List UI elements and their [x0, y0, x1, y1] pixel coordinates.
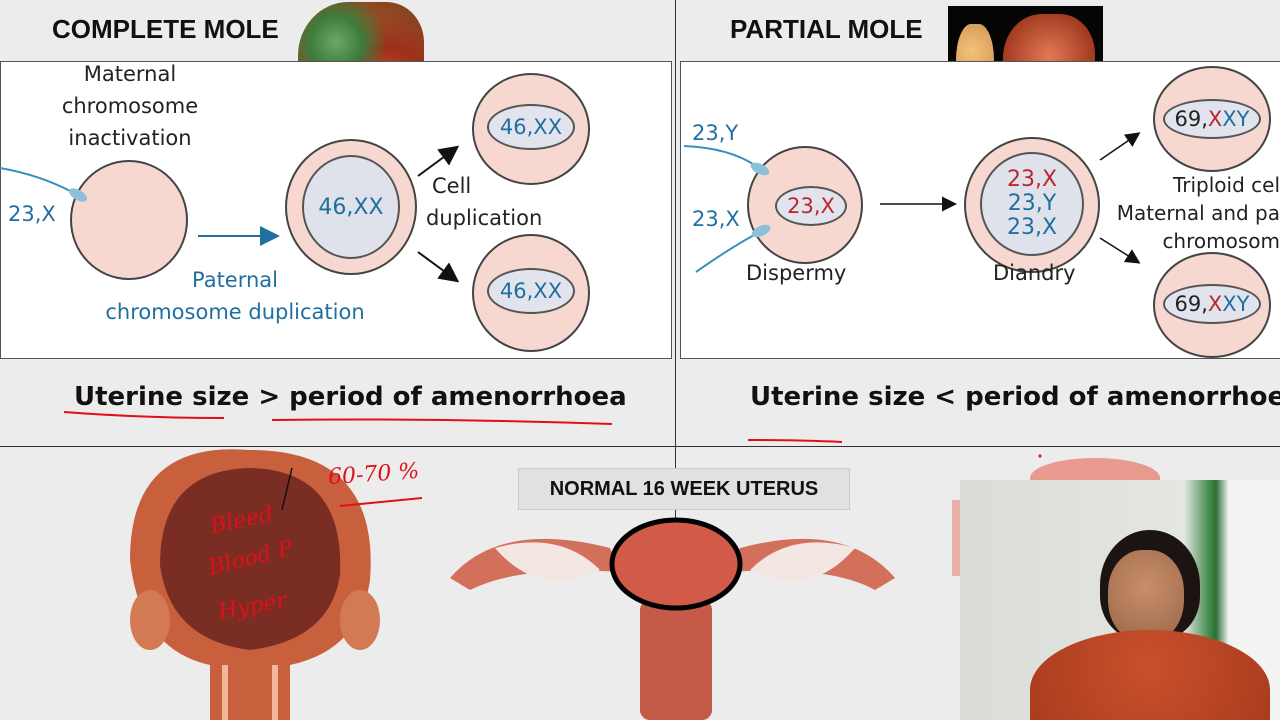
- paternal-duplication-label: Paternal chromosome duplication: [90, 264, 380, 328]
- egg-cell: [70, 160, 188, 280]
- banner-uterine-size: Uterine size: [74, 382, 250, 412]
- triploid-line1: Triploid cel: [1172, 173, 1280, 197]
- maternal-inactivation-label: Maternal chromosome inactivation: [40, 58, 220, 154]
- presenter-body: [1030, 630, 1270, 720]
- triploid-bottom-x: X: [1207, 292, 1223, 316]
- triploid-bottom-num: 69,: [1174, 292, 1208, 316]
- banner-period: period of amenorrhoea: [289, 382, 627, 412]
- complete-mole-title: COMPLETE MOLE: [52, 14, 279, 44]
- cell-dup-line2: duplication: [426, 206, 543, 230]
- underline-period: [271, 418, 613, 425]
- sperm-23y-label: 23,Y: [692, 121, 739, 145]
- partial-mole-title: PARTIAL MOLE: [730, 14, 923, 44]
- sperm-tail-x: [695, 233, 757, 273]
- partial-mole-banner: Uterine size < period of amenorrhoea: [750, 382, 1280, 412]
- underline-percent: [339, 497, 423, 507]
- normal-uterus-label: NORMAL 16 WEEK UTERUS: [549, 477, 819, 500]
- triploid-description-label: Triploid cel Maternal and pa chromosom: [1100, 171, 1280, 255]
- sperm-23x-right-label: 23,X: [692, 207, 740, 231]
- paternal-label-line1: Paternal: [191, 268, 279, 292]
- presenter-webcam-video: [960, 480, 1280, 720]
- diandry-line2: 23,Y: [1007, 191, 1057, 216]
- sperm-head-left: [68, 188, 88, 202]
- dispermy-label: Dispermy: [746, 261, 847, 285]
- maternal-label-line3: inactivation: [68, 126, 192, 150]
- complete-mole-banner: Uterine size > period of amenorrhoea: [74, 382, 627, 412]
- sperm-head-y: [750, 162, 770, 176]
- sperm-tail-y: [683, 145, 757, 167]
- normal-uterus-illustration: [450, 517, 895, 720]
- molar-uterus-illustration: [130, 449, 380, 720]
- diandry-line1: 23,X: [1006, 167, 1058, 192]
- annotation-dot: [1038, 454, 1042, 458]
- underline-right-banner: [747, 439, 843, 443]
- presenter-face: [1108, 550, 1184, 642]
- paternal-label-line2: chromosome duplication: [105, 300, 365, 324]
- underline-uterine-size: [63, 411, 225, 419]
- maternal-label-line2: chromosome: [61, 94, 199, 118]
- triploid-top-xy: XY: [1222, 107, 1250, 131]
- sperm-tail-left: [0, 167, 73, 193]
- partial-uterus-left-edge: [952, 500, 962, 576]
- horizontal-divider: [0, 446, 1280, 447]
- arrow-triploid-top: [1099, 132, 1141, 161]
- banner-operator: >: [249, 382, 290, 412]
- dispermy-nucleus: 23,X: [775, 186, 847, 226]
- cell-duplication-label: Cell duplication: [426, 170, 556, 234]
- triploid-top-x: X: [1207, 107, 1223, 131]
- annotation-pointer: [281, 467, 293, 511]
- diandry-line3: 23,X: [1006, 215, 1058, 240]
- center-cell-inner: 46,XX: [302, 155, 400, 259]
- diandry-cell-inner: 23,X 23,Y 23,X: [980, 152, 1084, 256]
- sperm-head-x: [751, 224, 771, 238]
- triploid-line2: Maternal and pa: [1116, 201, 1280, 225]
- arrow-dup-top: [417, 145, 460, 177]
- sperm-23x-label: 23,X: [8, 202, 56, 226]
- normal-uterus-label-box: NORMAL 16 WEEK UTERUS: [518, 468, 850, 510]
- triploid-line3: chromosom: [1162, 229, 1280, 253]
- vertical-divider: [675, 0, 676, 720]
- arrow-dup-bottom: [417, 251, 460, 283]
- diandry-label: Diandry: [993, 261, 1076, 285]
- result-cell-bottom-nucleus: 46,XX: [487, 268, 575, 314]
- triploid-top-num: 69,: [1174, 107, 1208, 131]
- maternal-label-line1: Maternal: [83, 62, 177, 86]
- triploid-bottom-xy: XY: [1222, 292, 1250, 316]
- cell-dup-line1: Cell: [432, 174, 472, 198]
- result-cell-top-nucleus: 46,XX: [487, 104, 575, 150]
- arrow-triploid-bottom: [1099, 237, 1141, 264]
